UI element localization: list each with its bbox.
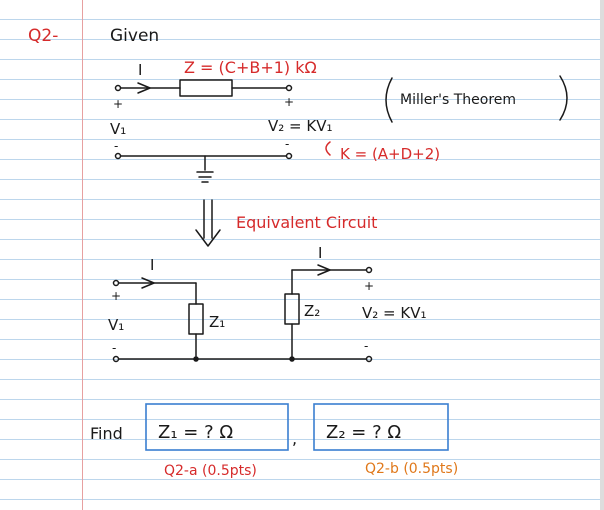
z1-label: Z₁ [209,313,225,331]
note-paren-right [559,75,568,121]
answer-box-z1-text: Z₁ = ? Ω [158,422,233,443]
current-arrow [141,277,155,289]
output-terminal-bottom [285,152,293,160]
eq-v1-label: V₁ [108,316,124,334]
v1-minus: - [114,139,118,153]
current-label-right: I [318,244,322,262]
eq-v1-minus: - [112,341,116,355]
eq-v2-minus: - [364,339,368,353]
input-terminal-top [114,84,122,92]
eq-v2-plus: + [364,279,374,293]
current-arrow [317,264,331,276]
answer-box-z2-text: Z₂ = ? Ω [326,422,401,443]
k-formula: K = (A+D+2) [340,145,440,163]
find-label: Find [90,424,123,443]
eq-output-terminal-top [365,266,373,274]
down-arrow-icon [195,199,221,247]
v2-plus: + [284,95,294,109]
current-label: I [150,256,154,274]
note-paren-left [385,77,393,123]
theorem-note: Miller's Theorem [400,92,516,108]
current-label: I [138,61,142,79]
z2-label: Z₂ [304,302,320,320]
ground-icon [196,171,214,183]
equivalent-circuit: I I + V₁ - Z₁ Z₂ + V₂ = KV₁ - [108,244,427,363]
given-circuit: I Z = (C+B+1) kΩ + V₁ - + V₂ = KV₁ - K =… [110,58,440,183]
separator-comma: , [292,429,297,448]
eq-v2-label: V₂ = KV₁ [362,304,427,322]
impedance-z [179,79,233,97]
answer-box-z1 [145,403,289,451]
v1-label: V₁ [110,120,126,138]
junction-dot [193,356,199,362]
equivalent-circuit-title: Equivalent Circuit [236,213,377,232]
part-b-label: Q2-b (0.5pts) [365,461,458,477]
current-arrow [137,82,151,94]
v2-label: V₂ = KV₁ [268,117,333,135]
page-edge [600,0,604,510]
k-pointer-arrow [325,141,331,156]
given-label: Given [110,26,159,46]
output-terminal-top [285,84,293,92]
eq-input-terminal-top [112,279,120,287]
impedance-z2 [284,293,300,325]
margin-line [82,0,83,510]
eq-output-terminal-bottom [365,355,373,363]
question-label: Q2- [28,26,58,46]
input-terminal-bottom [114,152,122,160]
impedance-formula: Z = (C+B+1) kΩ [184,58,317,77]
eq-v1-plus: + [111,289,121,303]
part-a-label: Q2-a (0.5pts) [164,463,257,479]
v1-plus: + [113,97,123,111]
answer-box-z2 [313,403,449,451]
eq-input-terminal-bottom [112,355,120,363]
impedance-z1 [188,303,204,335]
v2-minus: - [285,137,289,151]
